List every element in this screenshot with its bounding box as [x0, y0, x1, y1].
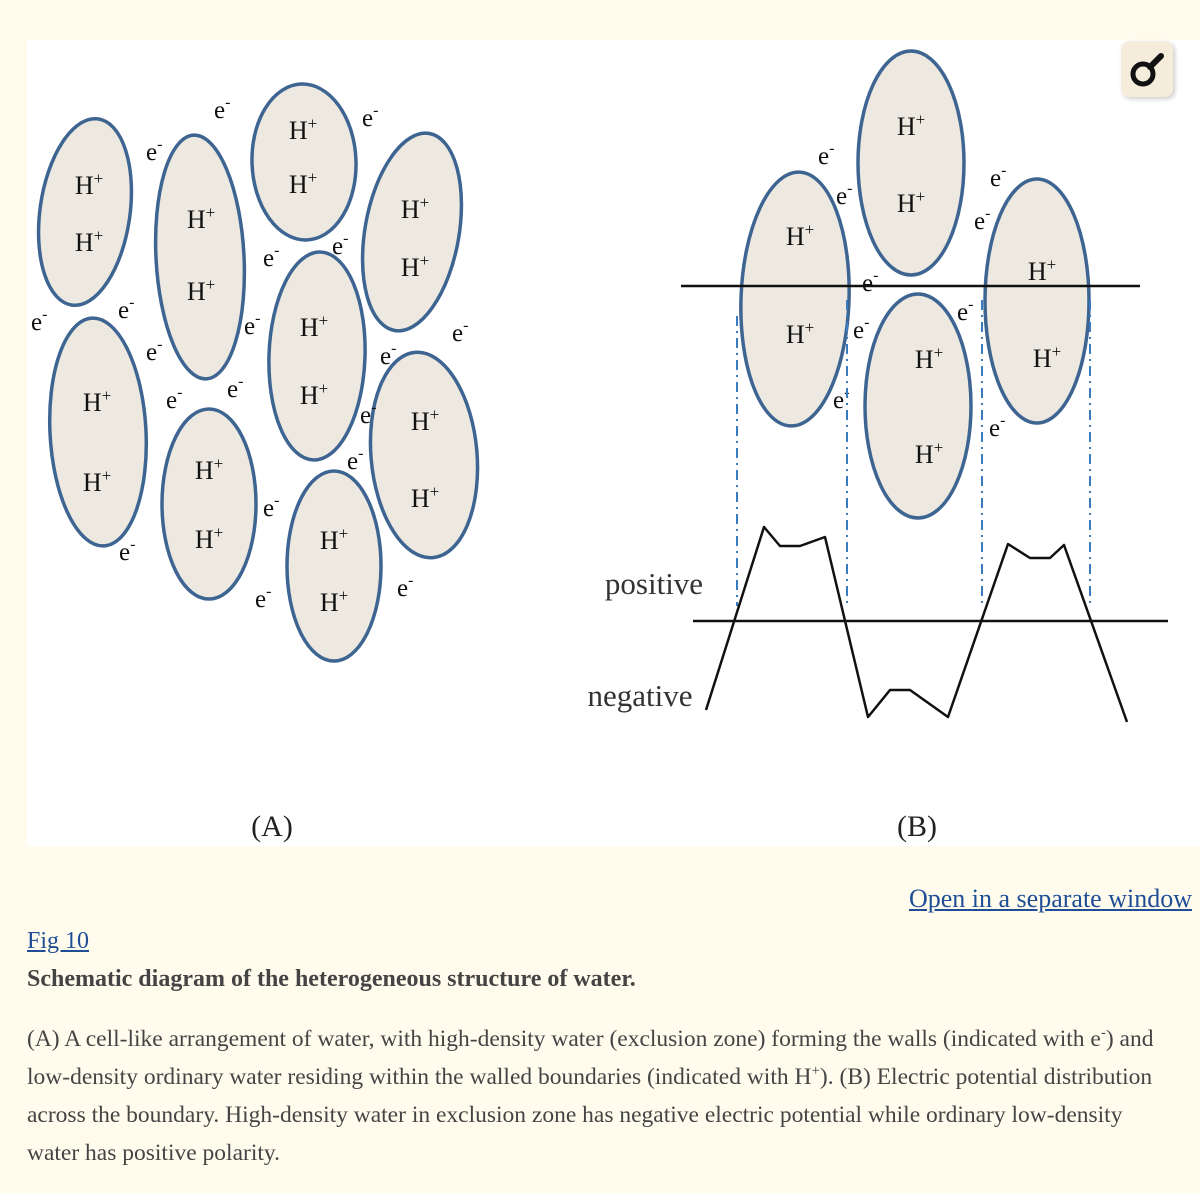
- water-cell: [360, 131, 464, 333]
- e-minus-label: e-: [263, 492, 279, 522]
- e-minus-label: e-: [452, 317, 468, 347]
- electric-potential-curve: [704, 525, 1129, 723]
- water-cell: [36, 116, 134, 308]
- open-separate-window-link[interactable]: Open in a separate window: [908, 884, 1192, 913]
- water-cell: [250, 82, 358, 242]
- figure-number-link[interactable]: Fig 10: [27, 928, 90, 954]
- water-cell: [856, 49, 966, 277]
- figure-image: H+H+H+H+H+H+H+H+H+H+H+H+H+H+H+H+H+H+e-e-…: [27, 40, 1200, 846]
- figure-labels: positive negative (A) (B): [251, 566, 937, 843]
- caption-sup-1: -: [1100, 1025, 1106, 1042]
- e-minus-label: e-: [989, 412, 1005, 442]
- water-cell: [739, 170, 851, 428]
- water-cell: [285, 469, 383, 663]
- e-minus-label: e-: [31, 306, 47, 336]
- caption-part-3: ). (B) Electric potential distribution a…: [27, 1064, 1153, 1166]
- figure-svg: H+H+H+H+H+H+H+H+H+H+H+H+H+H+H+H+H+H+e-e-…: [31, 49, 1168, 843]
- e-minus-label: e-: [119, 536, 135, 566]
- positive-label: positive: [605, 566, 703, 601]
- zoom-button[interactable]: [1121, 41, 1173, 97]
- e-minus-label: e-: [347, 445, 363, 475]
- panel-a-label: (A): [251, 810, 293, 843]
- panel-b-label: (B): [897, 810, 937, 843]
- panel-b-potential-plot: [681, 284, 1168, 723]
- caption-sup-2: +: [811, 1063, 820, 1080]
- caption-part-2: ) and low-density ordinary water residin…: [27, 1026, 1154, 1090]
- e-minus-label: e-: [146, 136, 162, 166]
- water-cell: [983, 177, 1091, 425]
- e-minus-label: e-: [255, 583, 271, 613]
- panel-b-cells: H+H+H+H+H+H+H+H+e-e-e-e-e-e-e-e-e-: [739, 49, 1091, 520]
- water-cell: [863, 292, 973, 520]
- e-minus-label: e-: [836, 180, 852, 210]
- e-minus-label: e-: [957, 296, 973, 326]
- caption-part-1: (A) A cell-like arrangement of water, wi…: [27, 1026, 1101, 1052]
- water-cell: [267, 250, 367, 462]
- e-minus-label: e-: [146, 336, 162, 366]
- e-minus-label: e-: [166, 384, 182, 414]
- e-minus-label: e-: [862, 267, 878, 297]
- e-minus-label: e-: [818, 140, 834, 170]
- e-minus-label: e-: [118, 294, 134, 324]
- water-cell: [160, 407, 258, 601]
- figure-title: Schematic diagram of the heterogeneous s…: [27, 966, 636, 992]
- e-minus-label: e-: [244, 310, 260, 340]
- panel-a-cells: H+H+H+H+H+H+H+H+H+H+H+H+H+H+H+H+H+H+e-e-…: [31, 82, 480, 663]
- magnify-icon: [1130, 53, 1164, 87]
- e-minus-label: e-: [332, 230, 348, 260]
- water-cell: [47, 316, 149, 548]
- e-minus-label: e-: [263, 242, 279, 272]
- e-minus-label: e-: [362, 102, 378, 132]
- e-minus-label: e-: [853, 314, 869, 344]
- water-cell: [153, 133, 247, 381]
- h-plus-label: H+: [75, 169, 103, 200]
- figure-caption: (A) A cell-like arrangement of water, wi…: [27, 1020, 1177, 1172]
- e-minus-label: e-: [214, 94, 230, 124]
- e-minus-label: e-: [990, 162, 1006, 192]
- water-cell: [368, 350, 480, 560]
- negative-label: negative: [587, 678, 692, 713]
- e-minus-label: e-: [397, 572, 413, 602]
- e-minus-label: e-: [974, 205, 990, 235]
- e-minus-label: e-: [227, 373, 243, 403]
